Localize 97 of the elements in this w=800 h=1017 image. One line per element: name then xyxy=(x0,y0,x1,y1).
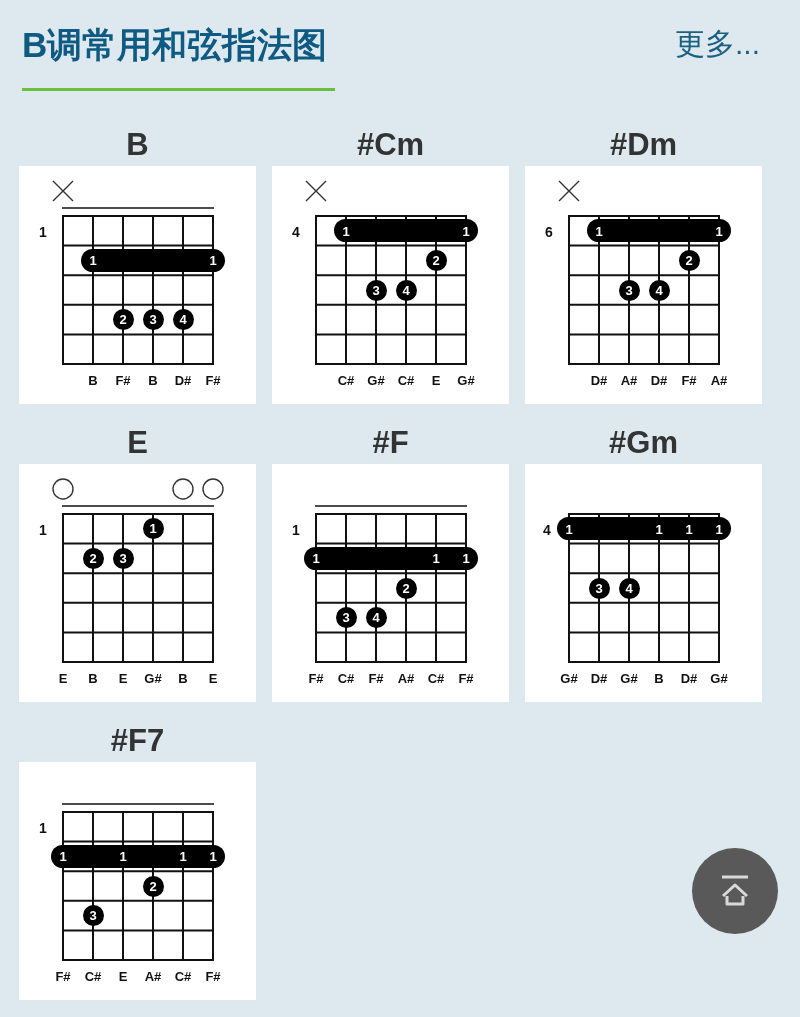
barre-bar xyxy=(81,248,225,272)
note-name: D# xyxy=(590,372,608,388)
note-name: F# xyxy=(205,968,221,984)
note-name: C# xyxy=(397,372,415,388)
note-name: B xyxy=(654,670,664,686)
note-name: F# xyxy=(681,372,697,388)
finger-dot: 3 xyxy=(588,577,610,599)
finger-number: 1 xyxy=(715,521,723,537)
note-name: F# xyxy=(458,670,474,686)
more-link: 更多... xyxy=(675,26,760,62)
finger-number: 1 xyxy=(342,223,350,239)
note-name: A# xyxy=(397,670,415,686)
note-name: F# xyxy=(368,670,384,686)
finger-dot: 3 xyxy=(335,607,357,629)
note-name: A# xyxy=(144,968,162,984)
finger-dot: 4 xyxy=(172,309,194,331)
note-name: E xyxy=(118,968,128,984)
finger-number: 1 xyxy=(89,252,97,268)
finger-number: 1 xyxy=(312,550,320,566)
finger-number: 1 xyxy=(565,521,573,537)
note-name: F# xyxy=(308,670,324,686)
note-name: G# xyxy=(560,670,578,686)
note-name: F# xyxy=(205,372,221,388)
finger-dot: 2 xyxy=(678,249,700,271)
finger-dot: 4 xyxy=(618,577,640,599)
finger-dot: 1 xyxy=(142,518,164,540)
note-name: B xyxy=(88,670,98,686)
barre-bar xyxy=(334,219,478,243)
note-name: C# xyxy=(427,670,445,686)
finger-dot: 3 xyxy=(618,279,640,301)
note-name: G# xyxy=(620,670,638,686)
chord-name: B xyxy=(126,127,149,163)
note-name: B xyxy=(148,372,158,388)
finger-dot: 2 xyxy=(82,547,104,569)
note-name: D# xyxy=(680,670,698,686)
fret-number: 6 xyxy=(545,224,553,240)
note-name: G# xyxy=(457,372,475,388)
note-name: B xyxy=(178,670,188,686)
note-name: G# xyxy=(710,670,728,686)
note-name: A# xyxy=(620,372,638,388)
finger-number: 1 xyxy=(209,252,217,268)
note-name: D# xyxy=(590,670,608,686)
note-name: C# xyxy=(174,968,192,984)
page-title: B调常用和弦指法图 xyxy=(22,24,328,66)
finger-number: 1 xyxy=(655,521,663,537)
note-name: C# xyxy=(337,372,355,388)
finger-number: 1 xyxy=(119,848,127,864)
finger-number: 1 xyxy=(462,223,470,239)
fret-number: 1 xyxy=(292,522,300,538)
finger-number: 1 xyxy=(179,848,187,864)
note-name: A# xyxy=(710,372,728,388)
finger-dot: 3 xyxy=(142,309,164,331)
barre-bar xyxy=(587,219,731,243)
finger-number: 1 xyxy=(209,848,217,864)
barre-bar xyxy=(557,517,731,541)
finger-number: 1 xyxy=(685,521,693,537)
chord-name: E xyxy=(127,425,148,461)
note-name: F# xyxy=(55,968,71,984)
note-name: E xyxy=(208,670,218,686)
finger-dot: 2 xyxy=(112,309,134,331)
finger-dot: 2 xyxy=(142,875,164,897)
note-name: B xyxy=(88,372,98,388)
note-name: G# xyxy=(367,372,385,388)
fret-number: 1 xyxy=(39,820,47,836)
note-name: C# xyxy=(337,670,355,686)
note-name: G# xyxy=(144,670,162,686)
note-name: E xyxy=(118,670,128,686)
barre-bar xyxy=(51,844,225,868)
note-name: E xyxy=(58,670,68,686)
chord-name: #Cm xyxy=(356,127,425,163)
barre-bar xyxy=(304,546,478,570)
fret-number: 4 xyxy=(292,224,300,240)
note-name: D# xyxy=(174,372,192,388)
finger-dot: 3 xyxy=(82,905,104,927)
finger-number: 1 xyxy=(432,550,440,566)
chord-name: #F xyxy=(372,425,409,461)
note-name: F# xyxy=(115,372,131,388)
finger-dot: 3 xyxy=(112,547,134,569)
finger-dot: 4 xyxy=(365,607,387,629)
chord-name: #F7 xyxy=(110,723,165,759)
chord-name: #Dm xyxy=(609,127,678,163)
finger-number: 1 xyxy=(462,550,470,566)
finger-dot: 2 xyxy=(395,577,417,599)
fret-number: 4 xyxy=(543,522,551,538)
note-name: C# xyxy=(84,968,102,984)
fret-number: 1 xyxy=(39,224,47,240)
finger-number: 1 xyxy=(715,223,723,239)
finger-number: 1 xyxy=(59,848,67,864)
finger-dot: 2 xyxy=(425,249,447,271)
chord-name: #Gm xyxy=(609,425,678,461)
fret-number: 1 xyxy=(39,522,47,538)
finger-number: 1 xyxy=(595,223,603,239)
note-name: E xyxy=(431,372,441,388)
finger-dot: 3 xyxy=(365,279,387,301)
finger-dot: 4 xyxy=(648,279,670,301)
note-name: D# xyxy=(650,372,668,388)
finger-dot: 4 xyxy=(395,279,417,301)
